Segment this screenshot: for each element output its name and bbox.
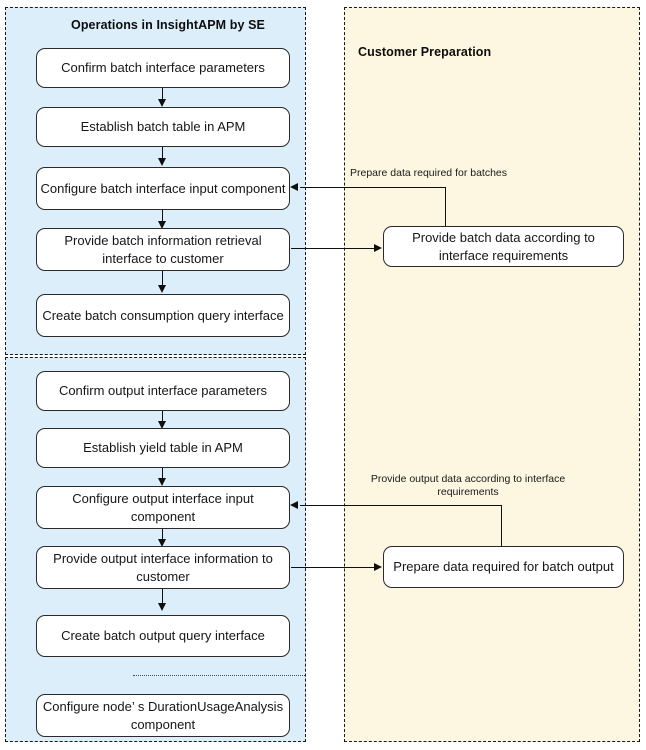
arrowhead-down-icon [158, 421, 166, 429]
connector-customer-to-se-output-vertical [501, 505, 503, 547]
node-label: Provide batch data according to interfac… [412, 230, 595, 263]
node-label: Establish yield table in APM [83, 440, 243, 456]
arrowhead-down-icon [158, 285, 166, 293]
node-configure-batch-input-component[interactable]: Configure batch interface input componen… [36, 167, 290, 210]
node-label: Configure batch interface input componen… [40, 180, 286, 196]
node-configure-output-input-component[interactable]: Configure output interface input compone… [36, 486, 290, 529]
node-label: Configure node’ s DurationUsageAnalysis … [42, 699, 284, 732]
swimlane-title-operations: Operations in InsightAPM by SE [71, 18, 265, 32]
edge-label-provide-output-data: Provide output data according to interfa… [370, 473, 566, 499]
node-confirm-output-interface-parameters[interactable]: Confirm output interface parameters [36, 371, 290, 411]
node-create-batch-consumption-query[interactable]: Create batch consumption query interface [36, 294, 290, 337]
connector-output-4-5 [162, 589, 164, 606]
node-label: Configure output interface input compone… [72, 491, 254, 524]
node-label: Provide output interface information to … [53, 551, 273, 584]
node-establish-batch-table[interactable]: Establish batch table in APM [36, 107, 290, 147]
connector-se-to-customer-batch [291, 248, 375, 250]
arrowhead-left-icon [290, 501, 298, 509]
section-divider [133, 675, 305, 676]
connector-batch-4-5 [162, 271, 164, 288]
arrowhead-right-icon [374, 244, 382, 252]
connector-batch-3-4 [162, 210, 164, 224]
connector-customer-to-se-output-horizontal [300, 505, 502, 507]
connector-batch-2-3 [162, 147, 164, 159]
node-prepare-batch-output-data[interactable]: Prepare data required for batch output [383, 546, 624, 588]
arrowhead-down-icon [158, 603, 166, 611]
node-label: Provide batch information retrieval inte… [64, 233, 262, 266]
connector-customer-to-se-batch-vertical [445, 187, 447, 226]
node-confirm-batch-interface-parameters[interactable]: Confirm batch interface parameters [36, 48, 290, 88]
connector-output-1-2 [162, 411, 164, 422]
swimlane-customer-preparation [344, 7, 640, 742]
node-provide-batch-retrieval-interface[interactable]: Provide batch information retrieval inte… [36, 228, 290, 271]
connector-output-2-3 [162, 468, 164, 479]
node-label: Confirm output interface parameters [58, 383, 268, 399]
arrowhead-down-icon [158, 158, 166, 166]
arrowhead-right-icon [374, 563, 382, 571]
node-label: Prepare data required for batch output [393, 559, 614, 575]
connector-output-3-4 [162, 529, 164, 542]
node-label: Confirm batch interface parameters [61, 60, 265, 76]
node-label: Create batch output query interface [61, 628, 265, 644]
node-create-batch-output-query[interactable]: Create batch output query interface [36, 615, 290, 657]
edge-label-prepare-data-for-batches: Prepare data required for batches [350, 167, 508, 179]
arrowhead-left-icon [290, 183, 298, 191]
node-establish-yield-table[interactable]: Establish yield table in APM [36, 428, 290, 468]
arrowhead-down-icon [158, 478, 166, 486]
node-label: Create batch consumption query interface [42, 307, 284, 323]
connector-batch-1-2 [162, 88, 164, 100]
node-configure-duration-usage-analysis[interactable]: Configure node’ s DurationUsageAnalysis … [36, 694, 290, 737]
node-provide-output-interface-info[interactable]: Provide output interface information to … [36, 546, 290, 589]
arrowhead-down-icon [158, 221, 166, 229]
connector-se-to-customer-output [291, 567, 375, 569]
arrowhead-down-icon [158, 539, 166, 547]
node-label: Establish batch table in APM [80, 119, 246, 135]
arrowhead-down-icon [158, 99, 166, 107]
node-provide-batch-data[interactable]: Provide batch data according to interfac… [383, 226, 624, 267]
connector-customer-to-se-batch-horizontal [300, 187, 446, 189]
swimlane-title-customer: Customer Preparation [358, 45, 492, 59]
